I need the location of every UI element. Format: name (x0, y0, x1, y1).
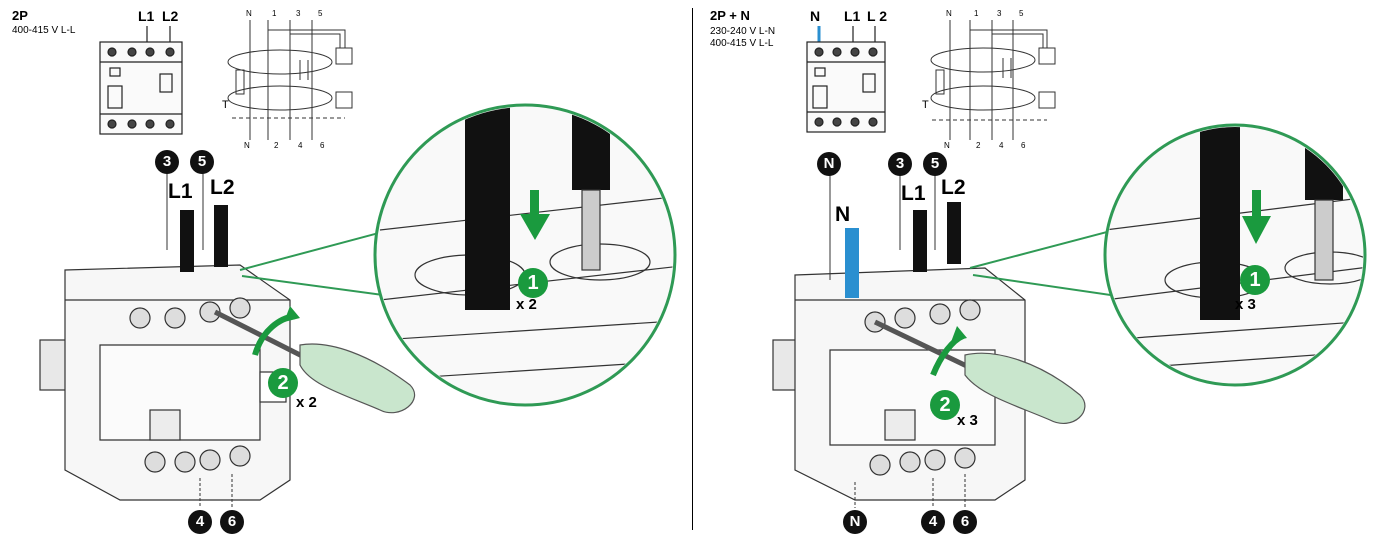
schematic-bottom-6: 6 (320, 141, 325, 150)
panel-title: 2P (12, 8, 28, 23)
schematic-bottom-6: 6 (1021, 141, 1026, 150)
mini-label-l1: L1 (138, 8, 155, 24)
step-2-badge: 2 (268, 368, 298, 398)
cable-label-l2: L2 (210, 176, 235, 199)
voltage-line-1: 230-240 V L-N (710, 26, 776, 37)
terminal-badge-3: 3 (155, 150, 179, 174)
cable-label-l2: L2 (941, 176, 966, 199)
voltage-line-2: 400-415 V L-L (710, 38, 774, 49)
cable-l1 (913, 210, 927, 272)
schematic-test-label: T (922, 99, 929, 111)
mini-label-l1: L1 (844, 8, 861, 24)
schematic-bottom-n: N (244, 141, 250, 150)
terminal-badge-n-bottom: N (843, 510, 867, 534)
schematic-top-3: 3 (296, 9, 301, 18)
diagram-2p: N 1 3 5 N 2 4 6 T (39, 9, 677, 508)
cable-l2 (214, 205, 228, 267)
terminal-badge-4: 4 (188, 510, 212, 534)
wiring-schematic (930, 20, 1056, 140)
terminal-badge-5: 5 (190, 150, 214, 174)
step-1-multiplier: x 2 (516, 296, 537, 313)
wiring-schematic (227, 20, 353, 140)
panel-2p: 2P 400-415 V L-L L1 L2 N (0, 0, 690, 540)
terminal-badge-4: 4 (921, 510, 945, 534)
schematic-top-1: 1 (974, 9, 979, 18)
schematic-top-5: 5 (1019, 9, 1024, 18)
schematic-bottom-2: 2 (976, 141, 981, 150)
step-1-multiplier: x 3 (1235, 296, 1256, 313)
step-2-badge: 2 (930, 390, 960, 420)
cable-label-n: N (835, 203, 851, 226)
terminal-badge-5: 5 (923, 152, 947, 176)
schematic-top-1: 1 (272, 9, 277, 18)
mini-breaker-icon (806, 26, 886, 133)
schematic-bottom-4: 4 (999, 141, 1004, 150)
screwdriver-icon (213, 306, 416, 414)
schematic-top-3: 3 (997, 9, 1002, 18)
panel-divider (692, 8, 693, 530)
step-1-badge: 1 (518, 268, 548, 298)
panel-title: 2P + N (710, 8, 750, 23)
schematic-top-n: N (946, 9, 952, 18)
breaker-body (39, 264, 291, 501)
cable-l2 (947, 202, 961, 264)
terminal-badge-n: N (817, 152, 841, 176)
zoom-detail (239, 103, 677, 407)
schematic-top-5: 5 (318, 9, 323, 18)
schematic-top-n: N (246, 9, 252, 18)
schematic-bottom-2: 2 (274, 141, 279, 150)
cable-n (845, 228, 859, 298)
screwdriver-icon (873, 319, 1086, 425)
terminal-badge-6: 6 (953, 510, 977, 534)
mini-label-l2: L2 (162, 8, 179, 24)
step-2-multiplier: x 3 (957, 412, 978, 429)
mini-label-n: N (810, 8, 821, 24)
cable-label-l1: L1 (168, 180, 193, 203)
terminal-badge-3: 3 (888, 152, 912, 176)
schematic-bottom-4: 4 (298, 141, 303, 150)
terminal-badge-6: 6 (220, 510, 244, 534)
step-1-badge: 1 (1240, 265, 1270, 295)
voltage-line-1: 400-415 V L-L (12, 25, 76, 36)
mini-label-l2: L 2 (867, 8, 887, 24)
schematic-test-label: T (222, 99, 229, 111)
cable-l1 (180, 210, 194, 272)
schematic-bottom-n: N (944, 141, 950, 150)
diagram-2p-n: N 1 3 5 N 2 4 6 T (772, 9, 1367, 508)
cable-label-l1: L1 (901, 182, 926, 205)
mini-breaker-icon (99, 26, 183, 135)
panel-2p-n: 2P + N 230-240 V L-N 400-415 V L-L N L1 … (695, 0, 1385, 540)
step-2-multiplier: x 2 (296, 394, 317, 411)
zoom-detail (969, 123, 1367, 387)
